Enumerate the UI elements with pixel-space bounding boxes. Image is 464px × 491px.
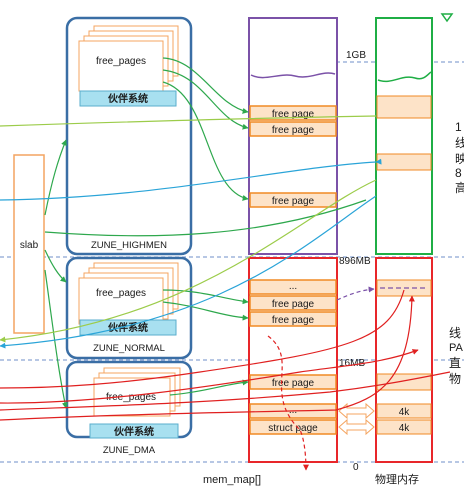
- mem-map-squiggle: [250, 72, 336, 79]
- svg-text:free page: free page: [272, 378, 315, 389]
- arrow-high-to-page3: [162, 81, 249, 201]
- zone-label-dma: ZUNE_DMA: [103, 445, 156, 456]
- mem-map-page-normal-2: free page: [249, 311, 337, 327]
- free-pages-label-highmem: free_pages: [96, 56, 146, 67]
- physical-caption: 物理内存: [375, 472, 419, 486]
- address-16mb: 16MB: [339, 358, 365, 369]
- mem-map-struct-page: struct page: [249, 419, 337, 435]
- svg-text:free page: free page: [272, 196, 315, 207]
- arrow-red-dma-2: [0, 371, 451, 411]
- phys-cell-2: 4k: [376, 419, 432, 435]
- zone-normal: free_pages 伙伴系统 ZUNE_NORMAL: [65, 256, 193, 360]
- free-pages-label-normal: free_pages: [96, 288, 146, 299]
- free-pages-stack-normal: free_pages: [78, 262, 179, 325]
- physical-squiggle: [377, 71, 432, 82]
- arrow-cyan-top: [0, 158, 382, 201]
- mem-map-column: free page free page free page ... free p…: [203, 17, 338, 486]
- svg-text:free page: free page: [272, 315, 315, 326]
- mem-map-page-normal-1: free page: [249, 295, 337, 311]
- svg-text:free page: free page: [272, 109, 315, 120]
- zone-highmem: free_pages 伙伴系统 ZUNE_HIGHMEN: [65, 16, 193, 256]
- edge-text-9: 物: [449, 372, 461, 386]
- struct-to-phys-link: [338, 402, 375, 436]
- arrow-cyan-mid: [0, 195, 377, 349]
- free-pages-label-dma: free_pages: [106, 392, 156, 403]
- physical-memory-column: 4k 4k 物理内存: [375, 17, 433, 486]
- arrow-slab-to-highmem: [44, 139, 67, 216]
- arrow-red-dma-3: [0, 295, 415, 421]
- buddy-label-dma: 伙伴系统: [114, 425, 154, 438]
- zone-label-normal: ZUNE_NORMAL: [93, 343, 165, 354]
- svg-text:4k: 4k: [399, 407, 411, 418]
- buddy-system-normal: 伙伴系统: [79, 319, 177, 336]
- arrow-red-normal: [0, 289, 405, 389]
- address-896mb: 896MB: [339, 256, 371, 267]
- mem-map-page-high-3: free page: [249, 192, 337, 208]
- dashed-red-dma-link: [267, 335, 309, 471]
- edge-text-4: 8: [455, 166, 462, 180]
- phys-block-high-2: [376, 153, 432, 171]
- phys-cell-1: 4k: [376, 403, 432, 419]
- phys-block-dma: [376, 373, 432, 391]
- slab-label: slab: [20, 240, 39, 251]
- arrows-left: [0, 115, 451, 421]
- phys-block-high-1: [376, 95, 432, 119]
- svg-text:free page: free page: [272, 299, 315, 310]
- arrow-lightgreen-top: [0, 115, 377, 127]
- edge-text-6: 线: [449, 326, 461, 340]
- arrow-high-to-page2: [162, 69, 249, 130]
- edge-text-8: 直: [449, 356, 461, 370]
- svg-text:...: ...: [289, 281, 297, 292]
- edge-text-1: 1: [455, 120, 462, 134]
- mem-map-page-high-2: free page: [249, 121, 337, 137]
- top-arrow-icon: [440, 13, 454, 23]
- dashed-purple-normal-link: [336, 286, 375, 301]
- arrow-high-to-page1: [162, 57, 249, 114]
- arrows-slab: [44, 139, 68, 409]
- address-1gb: 1GB: [346, 50, 366, 61]
- arrow-slab-to-normal: [44, 249, 67, 283]
- svg-text:free page: free page: [272, 125, 315, 136]
- dashed-curves: [267, 286, 375, 471]
- buddy-label-highmem: 伙伴系统: [108, 92, 148, 105]
- edge-text-5: 高: [455, 180, 464, 195]
- buddy-system-highmem: 伙伴系统: [79, 90, 177, 107]
- mem-map-page-dma: free page: [249, 374, 337, 390]
- buddy-system-dma: 伙伴系统: [89, 423, 179, 439]
- free-pages-stack-highmem: free_pages: [78, 25, 179, 92]
- arrows-free-pages: [162, 57, 249, 396]
- arrow-lightgreen-mid: [0, 179, 377, 343]
- zone-label-highmem: ZUNE_HIGHMEN: [91, 240, 167, 251]
- arrow-red-dma: [0, 349, 419, 404]
- arrow-slab-to-dma: [44, 269, 68, 409]
- mem-map-normal-dots: ...: [249, 279, 337, 295]
- svg-text:4k: 4k: [399, 423, 411, 434]
- arrow-green-slab-right: [44, 199, 367, 237]
- mem-map-caption: mem_map[]: [203, 474, 261, 486]
- edge-text-7: PA: [449, 342, 464, 354]
- edge-text-3: 映: [455, 152, 464, 166]
- mem-map-page-high-1: free page: [249, 105, 337, 121]
- edge-text-2: 线: [455, 136, 464, 150]
- buddy-label-normal: 伙伴系统: [108, 321, 148, 334]
- arrow-normal-to-page1: [162, 289, 249, 305]
- arrow-normal-to-page2: [162, 301, 249, 321]
- slab-box: slab: [13, 154, 45, 334]
- svg-text:struct page: struct page: [268, 423, 318, 434]
- address-zero: 0: [353, 462, 359, 473]
- arrow-dma-to-page: [169, 379, 249, 396]
